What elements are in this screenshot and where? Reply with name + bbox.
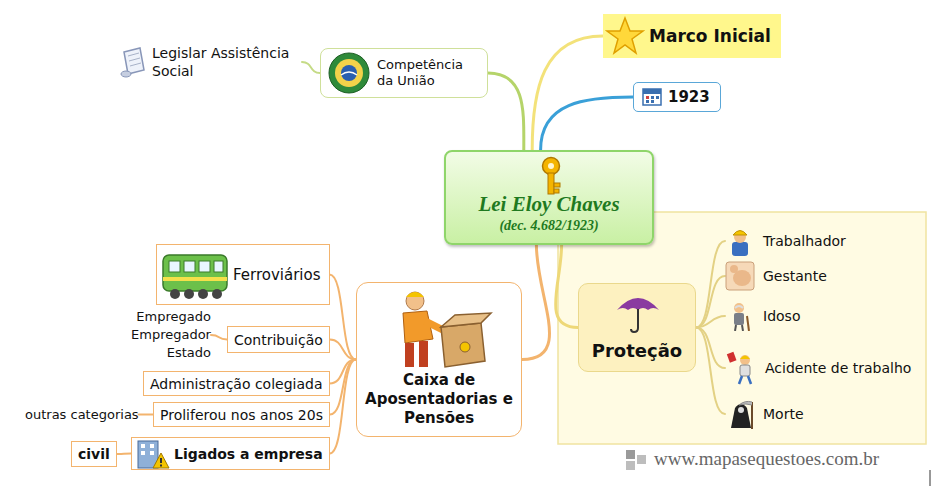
node-text: 1923: [668, 88, 710, 106]
connector: [330, 360, 356, 454]
pregnant-icon: [725, 261, 755, 291]
connector: [696, 328, 725, 369]
node-text: Lei Eloy Chaves: [478, 192, 619, 217]
subtopic-box: Contribuição: [227, 326, 330, 353]
node-text: outras categorias: [25, 406, 139, 423]
node-text: Trabalhador: [763, 233, 846, 249]
watermark: www.mapasequestoes.com.br: [654, 448, 879, 470]
node-text: Competência da União: [377, 57, 477, 89]
connector: [522, 245, 550, 360]
node-text: Caixa de Aposentadorias e Pensões: [361, 371, 517, 428]
node-text: Contribuição: [234, 332, 323, 348]
node-text: Estado: [131, 344, 211, 362]
connector: [696, 276, 725, 328]
frame-tick: [930, 470, 931, 486]
connector: [330, 275, 356, 360]
scroll-icon: [118, 44, 148, 80]
topic-box: Competência da União: [320, 48, 488, 98]
building-icon: [136, 439, 170, 469]
connector: [488, 73, 524, 150]
worker-box-illustration: [381, 287, 495, 373]
node-text: Administração colegiada: [150, 376, 323, 392]
topic-text: Legislar Assistência Social: [118, 44, 302, 80]
node-text: Gestante: [763, 268, 827, 284]
topic-text: Trabalhador: [725, 226, 850, 256]
subtopic-box: Proliferou nos anos 20s: [153, 402, 330, 427]
topic-text: Gestante: [725, 261, 831, 291]
subtopic-text: EmpregadoEmpregadorEstado: [131, 308, 211, 362]
node-text: Idoso: [763, 308, 800, 324]
seal-icon: [327, 51, 371, 95]
node-text: Proteção: [592, 340, 682, 361]
subtopic-box: civil: [71, 441, 117, 467]
connector: [696, 316, 725, 328]
node-text: (dec. 4.682/1923): [499, 217, 598, 235]
node-text: Proliferou nos anos 20s: [160, 407, 323, 423]
subtopic-box: Administração colegiada: [143, 371, 330, 396]
subtopic-box: Ferroviários: [156, 244, 330, 305]
node-text: Morte: [763, 406, 804, 422]
connector: [696, 241, 725, 328]
topic-text: Morte: [725, 398, 808, 430]
central-topic: Lei Eloy Chaves(dec. 4.682/1923): [444, 150, 654, 245]
death-icon: [725, 398, 757, 430]
watermark-icon: [626, 450, 646, 470]
topic-box: Proteção: [578, 283, 696, 372]
node-text: Legislar Assistência Social: [152, 44, 302, 80]
protection-region: [558, 212, 926, 444]
accident-icon: [725, 351, 759, 385]
node-text: civil: [78, 446, 110, 462]
connector: [541, 97, 633, 150]
connector: [330, 340, 356, 360]
star-icon: [605, 16, 645, 56]
worker-icon: [725, 226, 755, 256]
topic-box: Caixa de Aposentadorias e Pensões: [356, 282, 522, 437]
key-icon: [536, 156, 566, 196]
node-text: Marco Inicial: [649, 26, 771, 46]
topic-text: Acidente de trabalho: [725, 351, 915, 385]
train-icon: [161, 251, 229, 301]
topic-text: Idoso: [725, 301, 804, 331]
connector: [139, 414, 153, 416]
node-text: Empregado: [131, 308, 211, 326]
topic-box: Marco Inicial: [603, 14, 781, 58]
subtopic-box: Ligados a empresa: [131, 437, 330, 470]
connector: [211, 335, 227, 340]
connector: [117, 453, 131, 456]
calendar-icon: [642, 88, 662, 106]
node-text: Empregador: [131, 326, 211, 344]
topic-box: 1923: [633, 82, 721, 112]
elderly-icon: [725, 301, 755, 331]
umbrella-icon: [615, 292, 661, 334]
connector: [302, 62, 320, 73]
node-text: Ferroviários: [233, 266, 321, 284]
node-text: Ligados a empresa: [174, 446, 323, 462]
subtopic-text: outras categorias: [25, 406, 139, 423]
connector: [696, 328, 725, 415]
node-text: Acidente de trabalho: [765, 360, 911, 376]
connector: [556, 245, 578, 328]
